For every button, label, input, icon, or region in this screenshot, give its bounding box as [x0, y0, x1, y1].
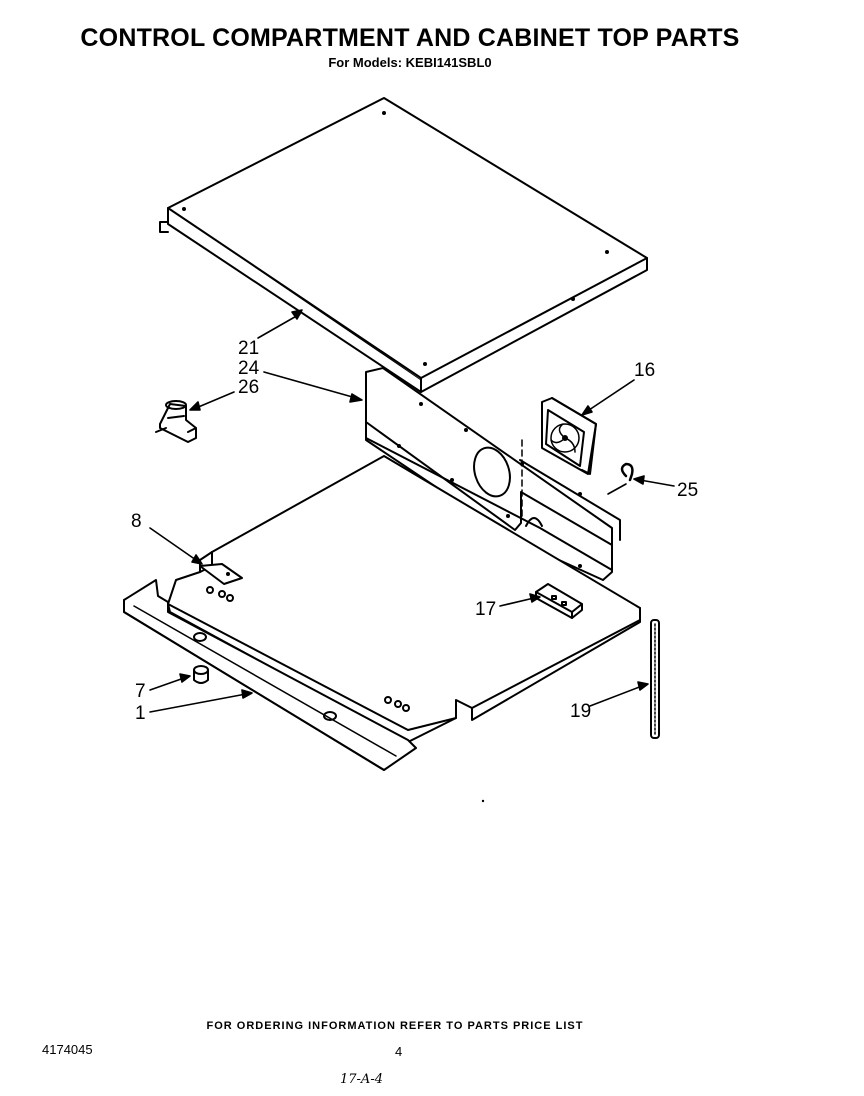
- callout-8: 8: [131, 511, 142, 532]
- callout-1: 1: [135, 703, 146, 724]
- callout-21: 21: [238, 338, 260, 359]
- callout-7: 7: [135, 681, 146, 702]
- callout-16: 16: [634, 360, 656, 381]
- control-panel-bracket: [365, 367, 621, 581]
- leader-arrows: [149, 309, 675, 713]
- page-number: 4: [395, 1044, 403, 1059]
- page-title: CONTROL COMPARTMENT AND CABINET TOP PART…: [80, 24, 740, 52]
- callout-24: 24: [238, 358, 260, 379]
- front-trim-strip: [123, 579, 417, 771]
- wire-clip: [620, 462, 634, 482]
- fan-assembly: [541, 397, 597, 475]
- models-subtitle: For Models: KEBI141SBL0: [328, 55, 492, 70]
- ordering-note: FOR ORDERING INFORMATION REFER TO PARTS …: [206, 1020, 584, 1032]
- gasket-strip: [650, 619, 660, 739]
- callout-25: 25: [677, 480, 699, 501]
- spacer-bushing: [193, 665, 209, 684]
- callout-19: 19: [570, 701, 592, 722]
- callout-17: 17: [475, 599, 497, 620]
- document-number: 4174045: [42, 1042, 93, 1057]
- cabinet-top-panel: [159, 97, 648, 393]
- stray-mark: [481, 799, 485, 803]
- callout-26: 26: [238, 377, 260, 398]
- thermostat-switch: [155, 400, 197, 443]
- handwritten-note: 17-A-4: [340, 1072, 383, 1087]
